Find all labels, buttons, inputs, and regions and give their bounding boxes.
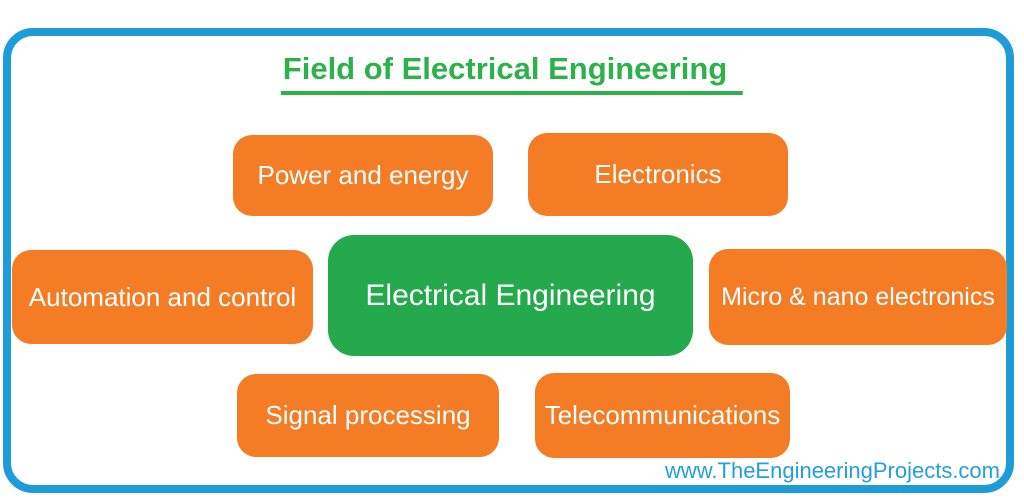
node-label: Automation and control [28, 281, 297, 312]
node-label: Signal processing [265, 400, 471, 430]
node-label: Electronics [594, 159, 722, 189]
node-label: Power and energy [257, 160, 469, 190]
diagram-title: Field of Electrical Engineering [280, 49, 744, 95]
node-micro-nano-electronics: Micro & nano electronics [709, 249, 1007, 345]
node-label: Telecommunications [544, 400, 781, 430]
node-label: Electrical Engineering [365, 278, 656, 312]
node-electrical-engineering: Electrical Engineering [328, 235, 693, 356]
node-telecommunications: Telecommunications [535, 373, 790, 458]
node-label: Micro & nano electronics [721, 282, 995, 311]
node-automation-and-control: Automation and control [12, 250, 313, 344]
node-signal-processing: Signal processing [237, 374, 499, 457]
node-electronics: Electronics [528, 133, 788, 216]
watermark-url: www.TheEngineeringProjects.com [664, 458, 1000, 483]
border-frame [3, 28, 1014, 493]
node-power-and-energy: Power and energy [233, 135, 493, 216]
